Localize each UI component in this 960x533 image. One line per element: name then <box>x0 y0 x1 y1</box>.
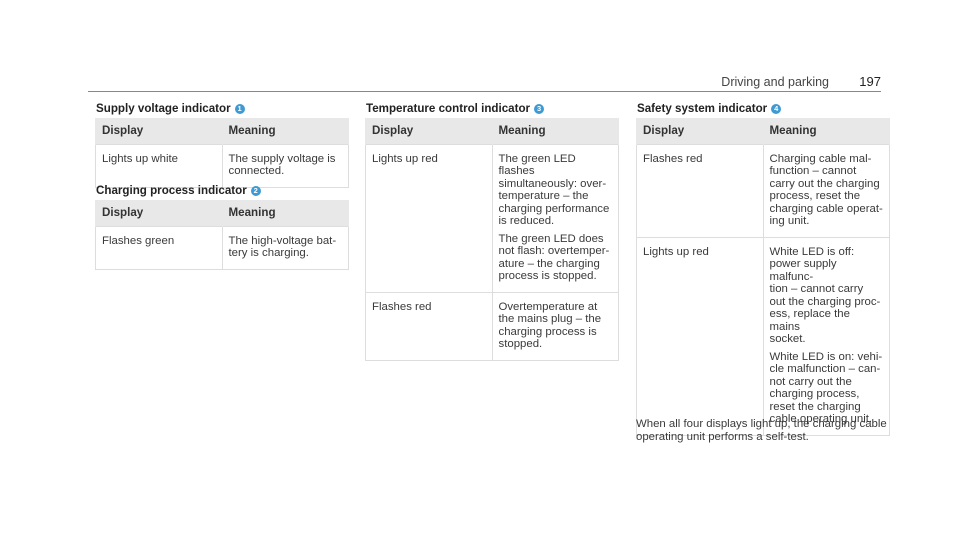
meaning-paragraph: White LED is off: power supply malfunc- … <box>769 245 881 346</box>
column-header-display: Display <box>95 200 223 226</box>
display-cell: Flashes red <box>636 143 764 238</box>
callout-badge: 2 <box>250 185 261 196</box>
display-cell: Flashes red <box>365 291 493 361</box>
section-title-charging-process: Charging process indicator 2 <box>96 184 261 197</box>
section-title-supply-voltage: Supply voltage indicator 1 <box>96 102 245 115</box>
page-header: Driving and parking 197 <box>88 74 881 92</box>
column-header-display: Display <box>636 118 764 144</box>
meaning-paragraph: The green LED flashes simultaneously: ov… <box>498 152 610 228</box>
self-test-note: When all four displays light up, the cha… <box>636 418 887 443</box>
callout-badge: 1 <box>234 103 245 114</box>
column-header-meaning: Meaning <box>491 118 619 144</box>
meaning-paragraph: White LED is on: vehi- cle malfunction –… <box>769 350 883 426</box>
meaning-cell: Overtemperature at the mains plug – the … <box>491 291 619 361</box>
callout-badge: 4 <box>771 103 782 114</box>
meaning-cell: White LED is off: power supply malfunc- … <box>762 236 890 436</box>
display-cell: Lights up red <box>636 236 764 436</box>
section-title-safety-system: Safety system indicator 4 <box>637 102 782 115</box>
meaning-cell: The green LED flashes simultaneously: ov… <box>491 143 619 293</box>
column-header-meaning: Meaning <box>762 118 890 144</box>
display-cell: Lights up white <box>95 143 223 188</box>
meaning-cell: The supply voltage is connected. <box>221 143 349 188</box>
header-rule <box>88 91 881 92</box>
column-header-display: Display <box>365 118 493 144</box>
meaning-paragraph: The high-voltage bat- tery is charging. <box>228 234 337 260</box>
section-title-text: Safety system indicator <box>637 102 768 115</box>
display-cell: Flashes green <box>95 225 223 270</box>
column-header-display: Display <box>95 118 223 144</box>
meaning-paragraph: The supply voltage is connected. <box>228 152 336 178</box>
meaning-cell: The high-voltage bat- tery is charging. <box>221 225 349 270</box>
column-header-meaning: Meaning <box>221 200 349 226</box>
page-number: 197 <box>859 74 881 89</box>
display-cell: Lights up red <box>365 143 493 293</box>
section-title-temperature-control: Temperature control indicator 3 <box>366 102 545 115</box>
column-header-meaning: Meaning <box>221 118 349 144</box>
meaning-paragraph: Overtemperature at the mains plug – the … <box>498 300 602 351</box>
meaning-cell: Charging cable mal- function – cannot ca… <box>762 143 890 238</box>
meaning-paragraph: Charging cable mal- function – cannot ca… <box>769 152 883 228</box>
section-title-text: Supply voltage indicator <box>96 102 231 115</box>
section-title-text: Charging process indicator <box>96 184 247 197</box>
callout-badge: 3 <box>534 103 545 114</box>
meaning-paragraph: The green LED does not flash: overtemper… <box>498 232 610 283</box>
section-title-text: Temperature control indicator <box>366 102 531 115</box>
running-head: Driving and parking <box>721 75 829 89</box>
